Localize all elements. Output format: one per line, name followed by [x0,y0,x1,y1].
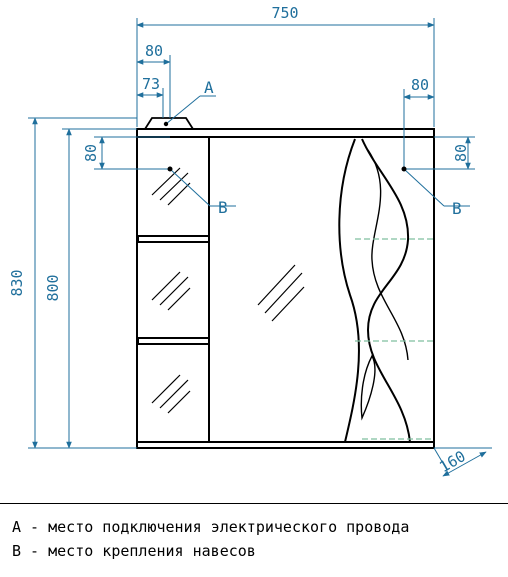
marker-a: A [204,78,214,97]
dim-cabinet-height: 800 [44,274,62,301]
mount-point-right [401,166,407,172]
dim-total-width: 750 [271,4,298,22]
marker-b-right: B [452,199,462,218]
dim-left-offset-inner: 73 [142,75,160,93]
mount-point-left [167,166,173,172]
dim-right-vertical-offset: 80 [452,144,470,162]
dim-left-offset-outer: 80 [145,42,163,60]
legend-item-b: В - место крепления навесов [12,542,256,560]
cabinet-drawing: 750 80 73 80 80 80 830 800 160 A B B [8,4,492,477]
legend-item-a: А - место подключения электрического про… [12,518,410,536]
glass-hatch-marks [151,167,305,414]
dim-depth: 160 [436,447,468,476]
legend-divider [0,503,508,504]
dim-left-vertical-offset: 80 [82,144,100,162]
dim-total-height: 830 [8,269,26,296]
dimension-lines [28,18,492,477]
cabinet-outline [136,117,435,449]
socket-point [163,121,169,127]
dim-right-offset: 80 [411,76,429,94]
hidden-shelf-lines [355,238,434,440]
marker-b-left: B [218,198,228,217]
